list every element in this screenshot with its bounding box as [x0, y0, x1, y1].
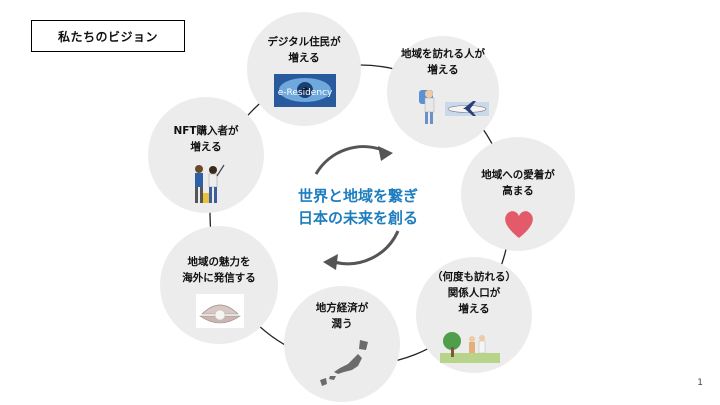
node-nft-buyers-label: NFT購入者が 増える: [148, 123, 264, 155]
cycle-arrow-bottom: [334, 231, 398, 264]
traveler-airplane-image: [415, 86, 491, 126]
e-residency-text: e-Residency: [278, 88, 333, 98]
node-local-economy-label: 地方経済が 潤う: [284, 300, 400, 332]
node-visitors: 地域を訪れる人が 増える: [387, 36, 499, 148]
node-related-population-label: （何度も訪れる） 関係人口が 増える: [416, 269, 532, 317]
node-nft-buyers: NFT購入者が 増える: [148, 97, 264, 213]
node-appeal: 地域の魅力を 海外に発信する: [160, 226, 278, 344]
node-digital-residents: デジタル住民が 増える e-Residency: [247, 12, 361, 126]
cycle-arrow-top-head: [378, 146, 393, 161]
page-number: 1: [697, 378, 703, 388]
center-line-2: 日本の未来を創る: [268, 207, 448, 229]
node-visitors-label: 地域を訪れる人が 増える: [387, 46, 499, 78]
cycle-arrow-top: [316, 147, 385, 174]
node-local-economy: 地方経済が 潤う: [284, 286, 400, 402]
people-field-image: [440, 327, 500, 363]
heart-icon: [503, 209, 535, 239]
pearl-shell-image: [196, 294, 244, 328]
cycle-arrow-bottom-head: [323, 254, 338, 270]
center-vision-text: 世界と地域を繋ぎ 日本の未来を創る: [268, 185, 448, 229]
e-residency-eye-image: e-Residency: [274, 74, 336, 107]
node-related-population: （何度も訪れる） 関係人口が 増える: [416, 257, 532, 373]
node-appeal-label: 地域の魅力を 海外に発信する: [160, 254, 278, 286]
node-attachment-label: 地域への愛着が 高まる: [461, 167, 575, 199]
node-digital-residents-label: デジタル住民が 増える: [247, 34, 361, 66]
node-attachment: 地域への愛着が 高まる: [461, 137, 575, 251]
travelers-selfie-image: [186, 163, 226, 207]
center-line-1: 世界と地域を繋ぎ: [268, 185, 448, 207]
japan-map-image: [314, 336, 372, 388]
